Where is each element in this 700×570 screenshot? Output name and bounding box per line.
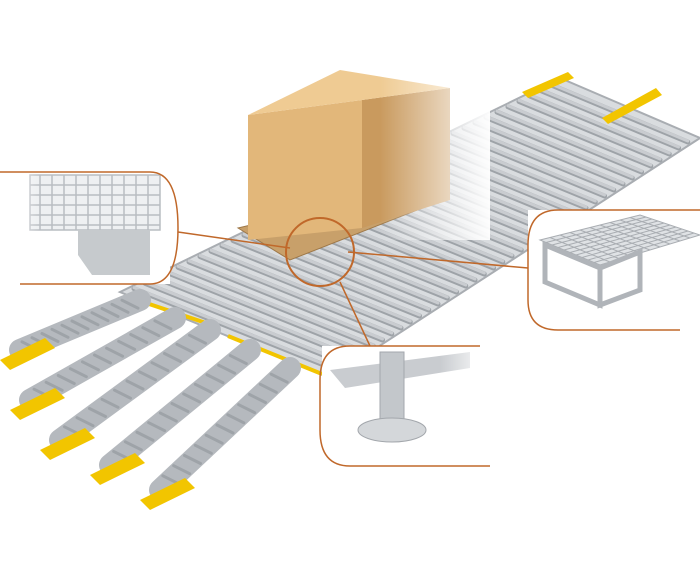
fork-roller [153, 319, 173, 331]
fork-roller [228, 354, 248, 366]
fork-roller [141, 326, 161, 338]
fork-roller [93, 353, 112, 365]
fork-roller [120, 298, 140, 310]
roller [187, 259, 384, 341]
roller [198, 254, 394, 335]
fork-roller [60, 323, 80, 335]
callout-grid-platform [347, 209, 700, 331]
fork-roller [75, 416, 95, 428]
fork-roller [135, 430, 155, 442]
fork-end-yellow [90, 453, 145, 485]
fork-roller [150, 361, 170, 373]
roller [484, 114, 634, 179]
fork-roller [205, 373, 225, 385]
fork-roller [123, 440, 143, 452]
fork-roller [147, 421, 167, 433]
roller [231, 238, 421, 317]
fork-roller [170, 402, 190, 413]
fork-roller [258, 382, 278, 394]
roller [143, 280, 347, 365]
fork-roller [80, 315, 100, 327]
fork-roller [183, 454, 202, 465]
fork-roller [117, 339, 137, 351]
pallet-with-box [236, 60, 490, 261]
fork-roller [269, 372, 289, 384]
roller [473, 120, 625, 185]
fork-roller [248, 393, 267, 404]
roller [154, 275, 357, 359]
fork-roller [226, 413, 246, 425]
fork-roller [70, 319, 90, 331]
fork-roller [90, 311, 110, 323]
box-front [248, 100, 362, 240]
fork-end-yellow [10, 388, 65, 420]
roller [220, 243, 412, 323]
roller [176, 264, 375, 347]
fork-roller [193, 382, 213, 394]
fork-end-yellow [40, 428, 95, 460]
fork-roller [80, 360, 100, 372]
fork-roller [172, 464, 192, 476]
fork-roller [88, 407, 107, 418]
fork-roller [100, 397, 120, 409]
roller [517, 98, 662, 161]
fork-roller [175, 342, 195, 354]
callout-support-leg [319, 281, 490, 467]
fork-roller [182, 392, 202, 404]
fork-conveyors [0, 289, 301, 510]
fork-roller [129, 333, 149, 344]
box-fade [380, 60, 490, 240]
roller [209, 248, 403, 329]
fork-roller [110, 302, 130, 314]
fork-roller [125, 379, 145, 391]
roller [165, 270, 366, 353]
roller [495, 109, 643, 173]
fork-roller [163, 352, 182, 363]
fork-roller [138, 370, 157, 382]
fork-roller [188, 333, 207, 345]
fork-end-yellow [140, 478, 195, 510]
fork-roller [158, 411, 178, 423]
callout-mesh-cage [0, 171, 291, 285]
fork-roller [215, 423, 235, 435]
fork-roller [100, 307, 120, 318]
fork-roller [68, 367, 88, 379]
fork-roller [237, 403, 257, 415]
roller [132, 286, 338, 371]
fork-roller [217, 363, 237, 375]
fork-roller [44, 380, 64, 392]
fork-roller [105, 346, 125, 358]
roller [528, 93, 671, 155]
fork-roller [40, 332, 60, 343]
fork-roller [113, 388, 132, 400]
fork-roller [204, 433, 224, 445]
roller [506, 104, 653, 167]
fork-roller [193, 443, 213, 455]
fork-end-yellow [0, 338, 55, 370]
end-stop-yellow-1 [522, 72, 574, 98]
end-stop-yellow-2 [602, 88, 662, 124]
fork-roller [50, 327, 70, 339]
fork-roller [56, 374, 76, 385]
